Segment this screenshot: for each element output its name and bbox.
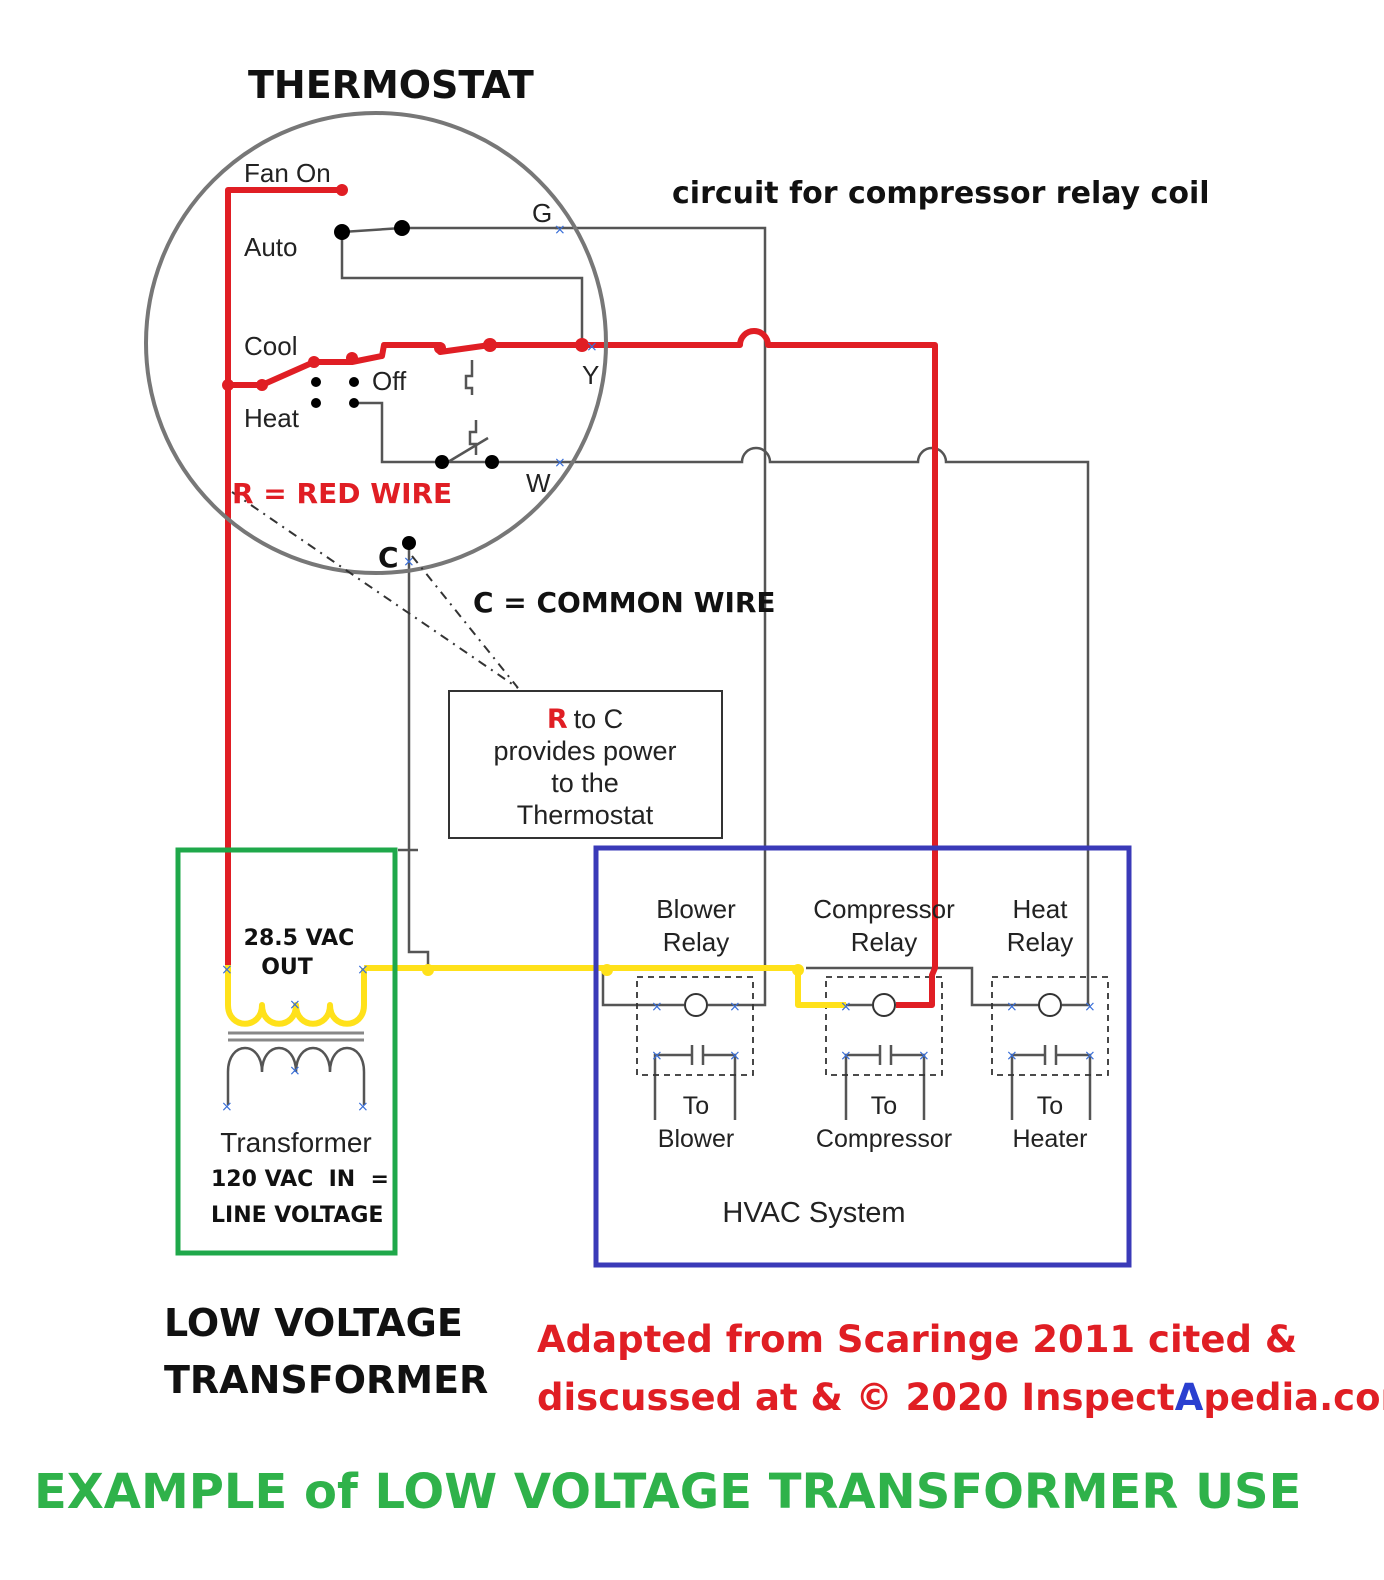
callout-line-c — [411, 555, 519, 689]
svg-text:×: × — [1006, 1048, 1018, 1064]
gray-wires — [226, 226, 1092, 1120]
compressor-relay-label-1: Compressor — [813, 894, 955, 924]
svg-text:×: × — [554, 455, 566, 471]
label-auto: Auto — [244, 232, 298, 262]
transformer-name: Transformer — [220, 1127, 371, 1158]
transformer-out-2: OUT — [261, 955, 313, 980]
callout-line4: Thermostat — [517, 800, 654, 830]
callout-to-c: to C — [574, 704, 624, 734]
red-wire-label: R = RED WIRE — [232, 477, 452, 510]
svg-text:×: × — [729, 1048, 741, 1064]
to-heater-1: To — [1037, 1092, 1063, 1120]
transformer-in-2: LINE VOLTAGE — [211, 1203, 383, 1228]
terminal-y: Y — [582, 360, 599, 390]
thermostat-title: THERMOSTAT — [248, 63, 534, 107]
svg-text:×: × — [357, 1099, 369, 1115]
footer-title: EXAMPLE of LOW VOLTAGE TRANSFORMER USE — [34, 1464, 1301, 1520]
terminal-w: W — [526, 468, 551, 498]
label-fan-on: Fan On — [244, 158, 331, 188]
label-heat: Heat — [244, 403, 300, 433]
callout-box — [448, 690, 723, 839]
relay-contacts — [653, 1045, 1092, 1120]
svg-text:×: × — [554, 222, 566, 238]
svg-text:×: × — [403, 554, 415, 570]
heat-coil — [1038, 993, 1062, 1017]
svg-text:×: × — [840, 1048, 852, 1064]
svg-text:×: × — [840, 999, 852, 1015]
transformer-box — [175, 847, 398, 1256]
blower-relay-label-1: Blower — [656, 894, 736, 924]
svg-text:×: × — [289, 1063, 301, 1079]
hvac-label: HVAC System — [722, 1197, 905, 1229]
svg-text:×: × — [1084, 999, 1096, 1015]
label-cool: Cool — [244, 331, 297, 361]
svg-text:×: × — [918, 1048, 930, 1064]
heat-relay-box — [991, 976, 1109, 1076]
credit-line2-c: pedia.com — [1203, 1376, 1384, 1419]
svg-text:×: × — [651, 999, 663, 1015]
compressor-coil — [872, 993, 896, 1017]
compressor-note: circuit for compressor relay coil — [672, 176, 1210, 211]
credit-line2-b: A — [1175, 1376, 1204, 1419]
low-voltage-line1: LOW VOLTAGE — [164, 1301, 463, 1345]
svg-text:×: × — [221, 1099, 233, 1115]
to-compressor-1: To — [871, 1092, 897, 1120]
compressor-relay-box — [825, 976, 943, 1076]
svg-text:×: × — [651, 1048, 663, 1064]
callout-r: R — [547, 704, 568, 735]
to-blower-1: To — [683, 1092, 709, 1120]
low-voltage-line2: TRANSFORMER — [164, 1358, 488, 1402]
hvac-box — [593, 845, 1132, 1268]
transformer-out-1: 28.5 VAC — [244, 926, 355, 951]
terminal-c: C — [378, 541, 399, 574]
callout-line3: to the — [551, 768, 619, 798]
blower-coil — [684, 993, 708, 1017]
to-heater-2: Heater — [1012, 1125, 1087, 1153]
heat-relay-label-1: Heat — [1013, 894, 1069, 924]
credit-line2-a: discussed at & © 2020 Inspect — [537, 1376, 1175, 1419]
svg-text:×: × — [357, 962, 369, 978]
credit-line2: discussed at & © 2020 InspectApedia.com — [537, 1376, 1384, 1419]
to-blower-2: Blower — [658, 1125, 734, 1153]
svg-text:×: × — [729, 999, 741, 1015]
common-wire-label: C = COMMON WIRE — [473, 586, 776, 619]
svg-text:×: × — [1006, 999, 1018, 1015]
label-off: Off — [372, 366, 407, 396]
thermostat-circle — [144, 111, 608, 575]
terminal-marks: × × × × × × × × × × × × × × × × × × × × … — [221, 222, 1096, 1115]
svg-text:×: × — [1084, 1048, 1096, 1064]
svg-text:×: × — [586, 339, 598, 355]
svg-text:×: × — [289, 997, 301, 1013]
credit-line1: Adapted from Scaringe 2011 cited & — [537, 1318, 1297, 1361]
callout-line2: provides power — [493, 736, 676, 766]
blower-relay-label-2: Relay — [663, 927, 729, 957]
blower-relay-box — [636, 976, 754, 1076]
terminal-g: G — [532, 198, 552, 228]
transformer-in-1: 120 VAC IN = — [211, 1167, 389, 1192]
to-compressor-2: Compressor — [816, 1125, 952, 1153]
svg-text:×: × — [221, 962, 233, 978]
compressor-relay-label-2: Relay — [851, 927, 917, 957]
heat-relay-label-2: Relay — [1007, 927, 1073, 957]
switch-contacts — [311, 220, 499, 550]
red-wire — [222, 184, 938, 1008]
